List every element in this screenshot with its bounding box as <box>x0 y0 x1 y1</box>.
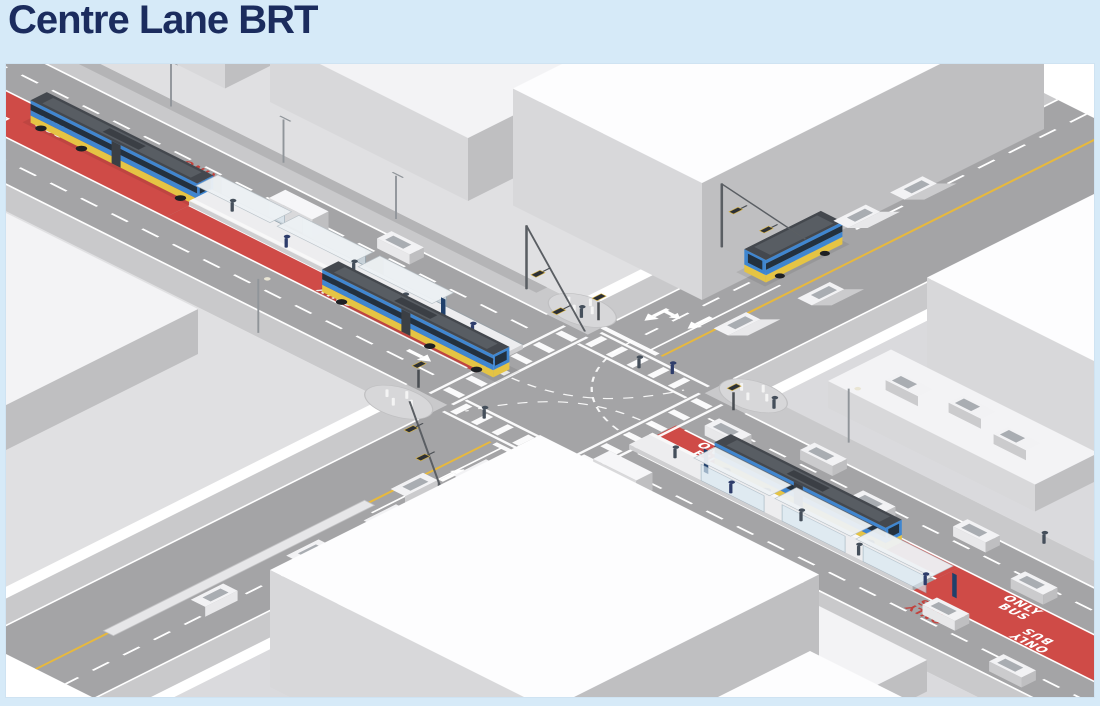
stop-bar-north <box>600 326 660 356</box>
brt-isometric-illustration: ONLY BUS ONLY BUS ONLY BUS ONLY BUS ONLY… <box>6 64 1094 697</box>
car <box>890 176 957 200</box>
streetlight <box>847 386 862 443</box>
car <box>713 312 781 336</box>
car <box>953 519 1000 553</box>
page-title: Centre Lane BRT <box>8 0 318 42</box>
articulated-bus <box>314 261 521 383</box>
car <box>797 281 865 306</box>
car <box>800 442 847 476</box>
streetlight <box>257 277 271 333</box>
car <box>833 204 901 228</box>
car <box>989 654 1036 688</box>
car <box>1010 571 1058 605</box>
bus-only-lane-west-pair <box>6 64 213 218</box>
utility-strip-northwest <box>6 64 548 293</box>
car <box>377 231 424 265</box>
corner-island <box>364 384 434 420</box>
brt-illustration-panel: ONLY BUS ONLY BUS ONLY BUS ONLY BUS ONLY… <box>5 63 1095 698</box>
turn-guide-line <box>464 401 657 428</box>
isometric-ground: ONLY BUS ONLY BUS ONLY BUS ONLY BUS ONLY… <box>6 64 1094 697</box>
car <box>190 583 238 617</box>
car <box>922 597 970 631</box>
car <box>885 372 933 407</box>
building <box>927 160 1094 490</box>
station-sign-pylon <box>952 572 957 599</box>
block-southwest <box>6 64 382 603</box>
traffic-signal-mast <box>720 183 807 248</box>
standard-bus <box>736 210 850 287</box>
articulated-bus <box>22 92 222 210</box>
through-arrow-west-approach <box>405 349 432 362</box>
traffic-signal-mast <box>525 225 586 332</box>
car <box>993 426 1041 461</box>
cross-street-median <box>102 499 376 637</box>
car <box>948 395 996 429</box>
station-shelter <box>693 446 957 599</box>
turn-guide-line <box>590 340 638 442</box>
bus-only-lane-east-pair <box>912 567 1094 697</box>
station-shelter <box>195 174 455 323</box>
building <box>6 191 198 463</box>
building <box>269 435 820 697</box>
turn-guide-line <box>495 370 685 399</box>
turn-arrows-north-approach <box>644 308 713 329</box>
